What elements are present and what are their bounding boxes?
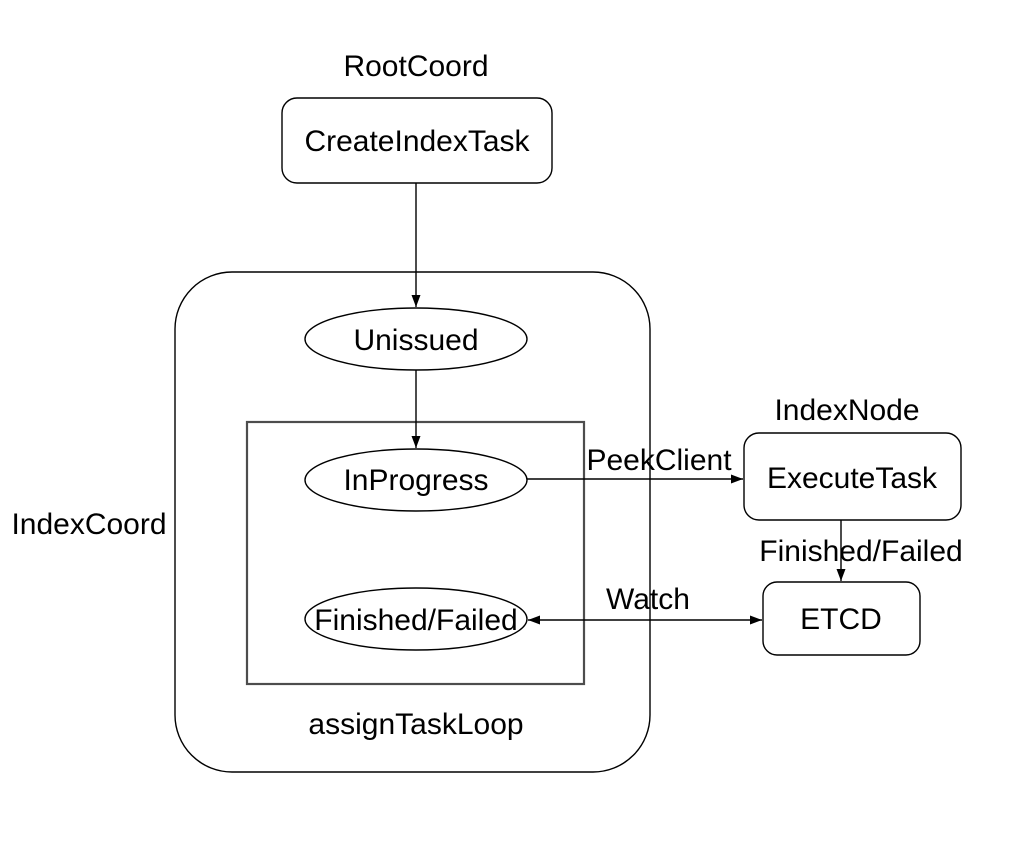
edge-label-finished-failed: Finished/Failed [759, 535, 962, 568]
label-assign-task-loop: assignTaskLoop [308, 708, 523, 741]
edge-label-peekclient: PeekClient [586, 444, 732, 477]
node-etcd-shape [762, 581, 921, 656]
label-rootcoord: RootCoord [343, 50, 488, 83]
node-unissued-label: Unissued [353, 324, 478, 357]
edge-label-watch: Watch [606, 583, 690, 616]
node-finished-failed-shape [304, 587, 528, 651]
node-etcd-label: ETCD [800, 603, 882, 636]
node-finished-failed-label: Finished/Failed [314, 604, 517, 637]
container-indexcoord [174, 271, 651, 773]
label-indexnode: IndexNode [774, 394, 919, 427]
node-execute-task-label: ExecuteTask [767, 462, 938, 495]
node-inprogress-label: InProgress [343, 464, 488, 497]
node-create-index-task-label: CreateIndexTask [304, 125, 530, 158]
node-execute-task-shape [743, 432, 962, 521]
node-create-index-task-shape [281, 97, 553, 184]
label-indexcoord: IndexCoord [11, 508, 166, 541]
node-inprogress-shape [304, 448, 528, 512]
